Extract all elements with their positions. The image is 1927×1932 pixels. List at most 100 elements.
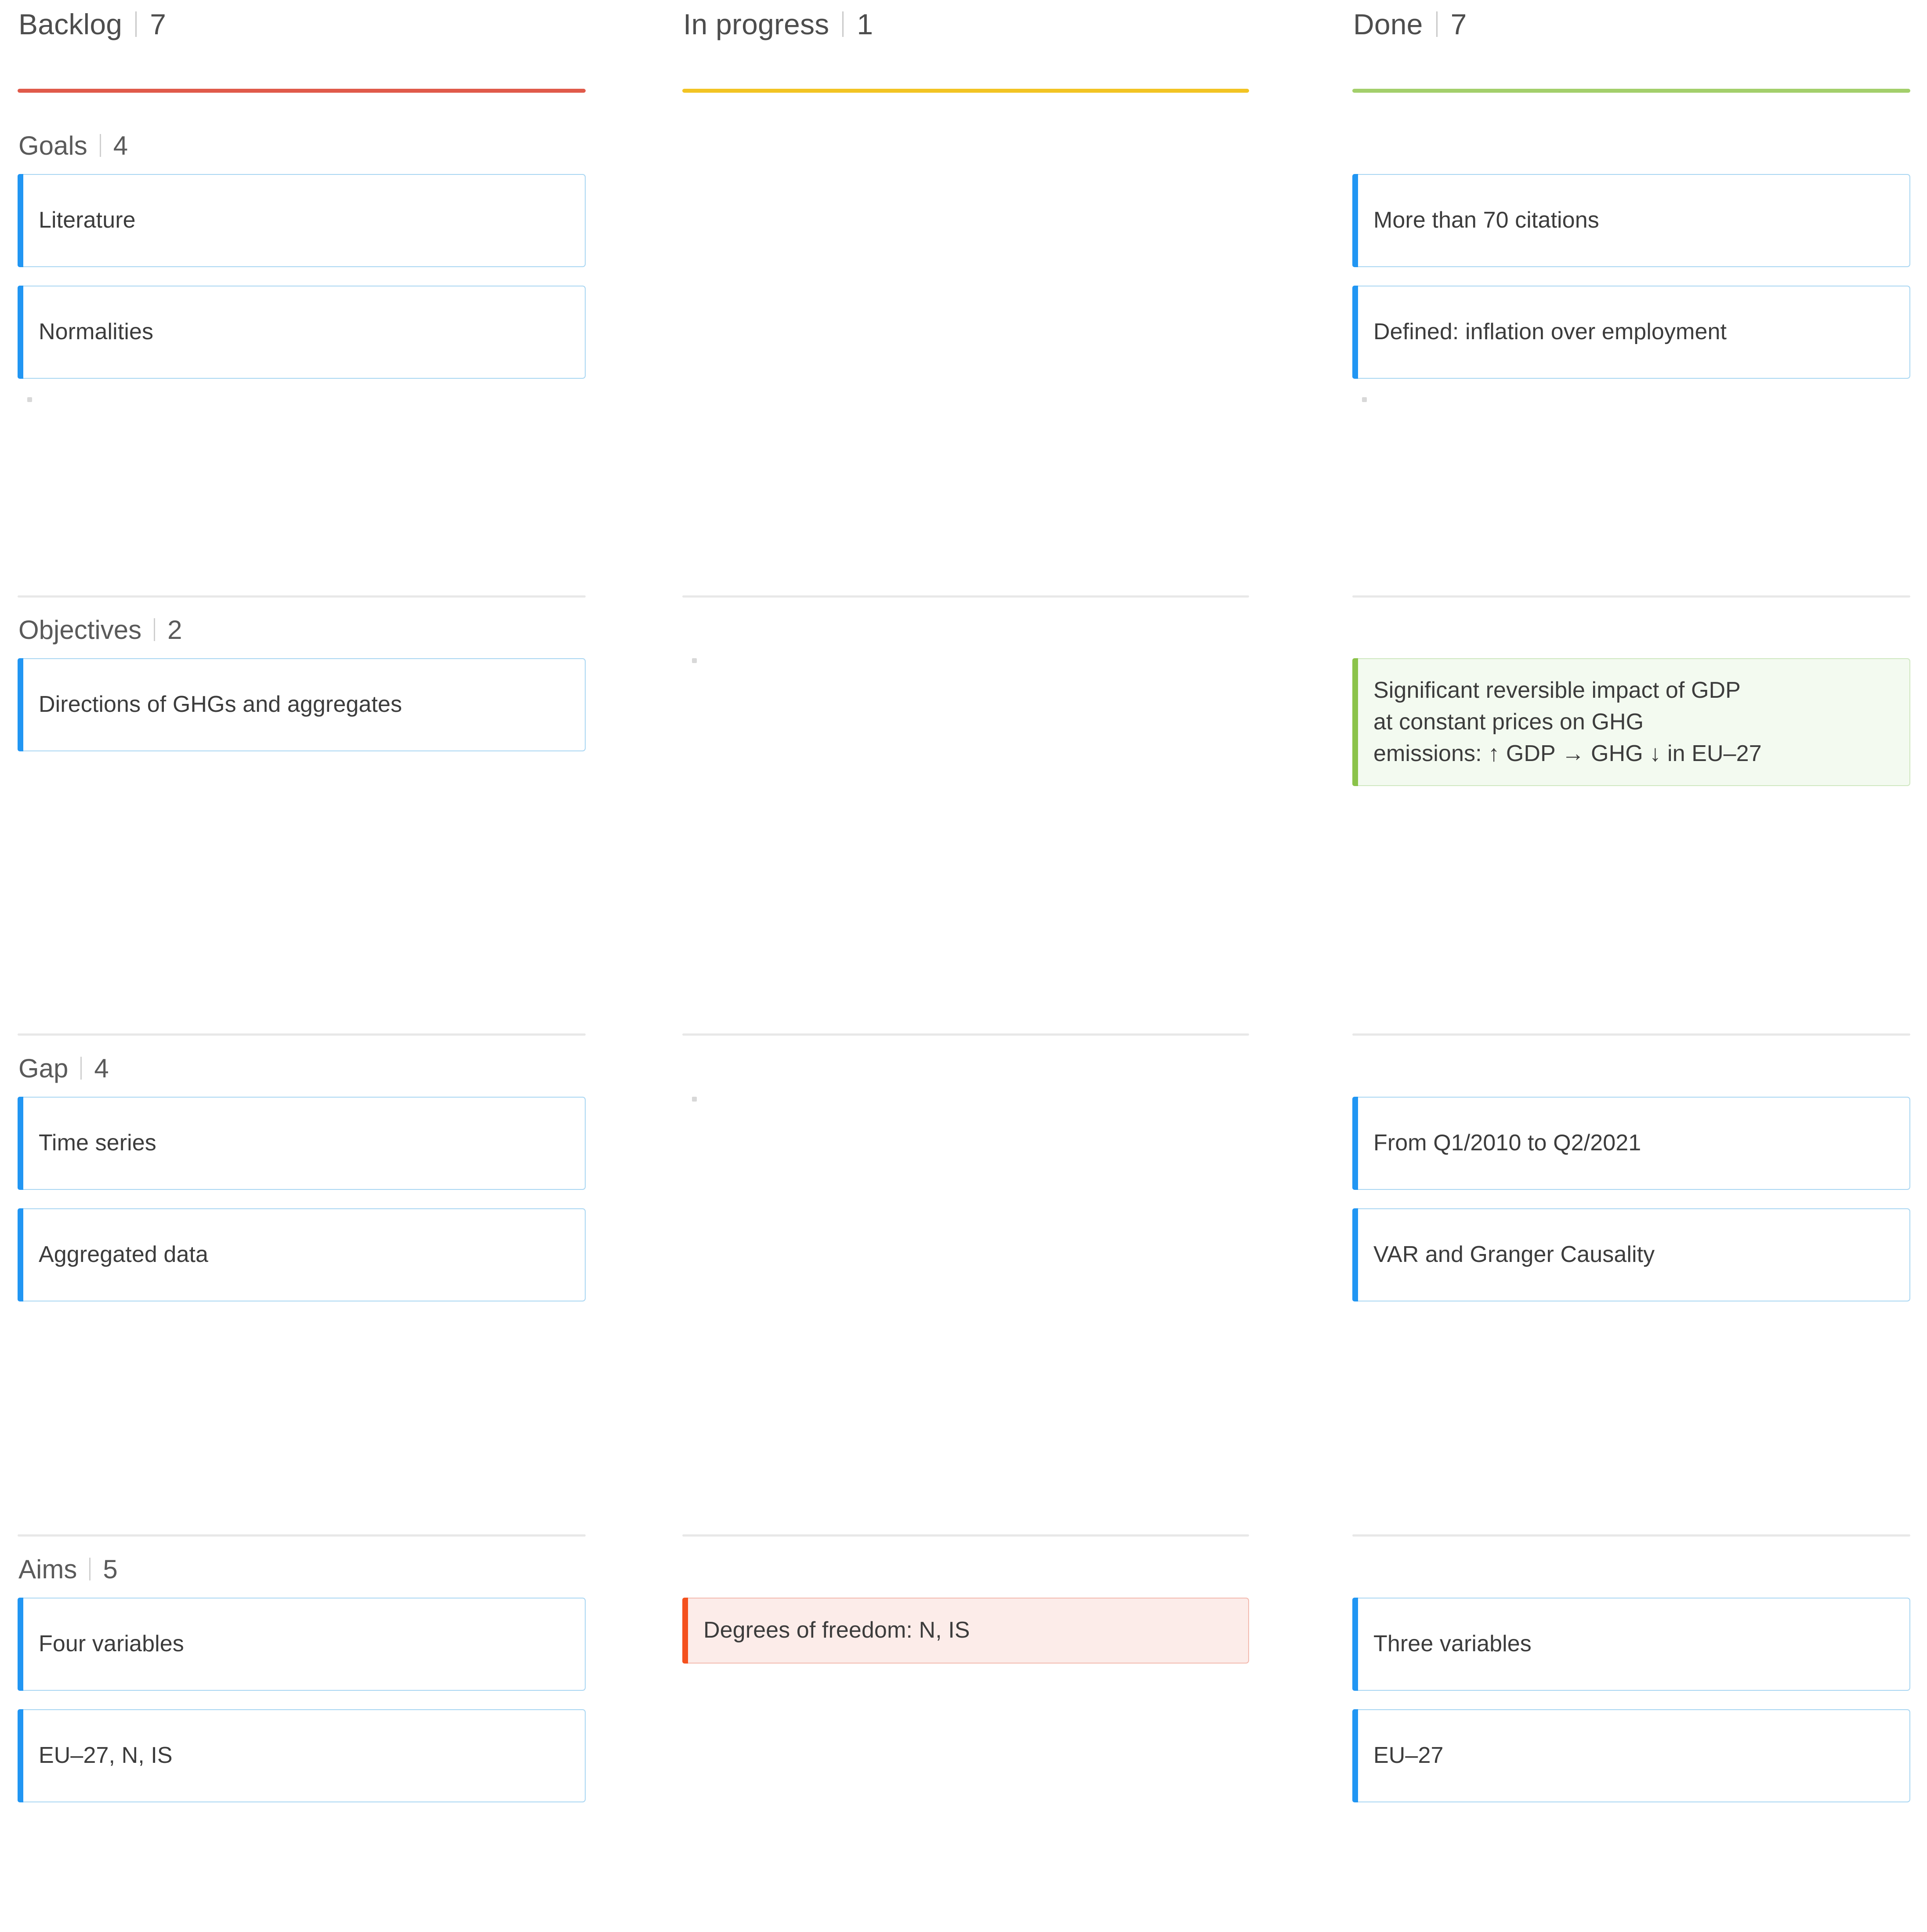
card[interactable]: Normalities xyxy=(18,286,586,379)
card[interactable]: Directions of GHGs and aggregates xyxy=(18,658,586,751)
lane-cards-aims-in-progress: Degrees of freedom: N, IS xyxy=(682,1598,1249,1664)
lane-header-spacer xyxy=(682,1055,1249,1097)
card[interactable]: Literature xyxy=(18,174,586,267)
column-title-divider xyxy=(135,11,137,37)
lane-divider-1 xyxy=(18,1033,586,1036)
column-accent-rule xyxy=(1352,89,1910,93)
lane-header-spacer xyxy=(682,1555,1249,1598)
column-count: 7 xyxy=(1450,8,1467,40)
lane-objectives-done: Significant reversible impact of GDP at … xyxy=(1352,616,1910,805)
card[interactable]: Degrees of freedom: N, IS xyxy=(682,1598,1249,1664)
lane-title-divider xyxy=(80,1057,82,1080)
lane-divider-0 xyxy=(18,595,586,598)
lane-header-spacer xyxy=(1352,1555,1910,1598)
card[interactable]: From Q1/2010 to Q2/2021 xyxy=(1352,1097,1910,1190)
column-header-text: Done 7 xyxy=(1352,9,1910,39)
lane-title: Gap xyxy=(18,1054,69,1083)
lane-divider-2 xyxy=(1352,1534,1910,1537)
lane-title: Goals xyxy=(18,131,87,160)
lane-title: Aims xyxy=(18,1555,77,1584)
lane-cards-objectives-backlog: Directions of GHGs and aggregates xyxy=(18,658,586,751)
card[interactable]: VAR and Granger Causality xyxy=(1352,1208,1910,1301)
column-title: Backlog xyxy=(18,8,123,40)
lane-header-spacer xyxy=(1352,1055,1910,1097)
lane-objectives-in-progress xyxy=(682,616,1249,663)
card-placeholder-dot xyxy=(692,658,697,663)
card-text: Four variables xyxy=(39,1631,184,1657)
column-title-divider xyxy=(842,11,844,37)
lane-divider-2 xyxy=(682,1534,1249,1537)
card-text: Three variables xyxy=(1373,1631,1532,1657)
column-title: Done xyxy=(1353,8,1423,40)
card[interactable]: Three variables xyxy=(1352,1598,1910,1691)
lane-header-gap: Gap 4 xyxy=(18,1055,586,1097)
card-text: More than 70 citations xyxy=(1373,207,1599,233)
lane-count: 4 xyxy=(113,131,128,160)
lane-header-spacer xyxy=(682,132,1249,174)
column-count: 1 xyxy=(857,8,873,40)
lane-count: 5 xyxy=(103,1555,118,1584)
card[interactable]: Significant reversible impact of GDP at … xyxy=(1352,658,1910,787)
column-header-text: Backlog 7 xyxy=(18,9,586,39)
column-header-backlog: Backlog 7 xyxy=(18,9,586,93)
lane-header-spacer xyxy=(1352,132,1910,174)
column-accent-rule xyxy=(682,89,1249,93)
card-text: Time series xyxy=(39,1130,156,1156)
lane-header-spacer xyxy=(1352,616,1910,658)
card[interactable]: Aggregated data xyxy=(18,1208,586,1301)
card[interactable]: Time series xyxy=(18,1097,586,1190)
card[interactable]: EU–27, N, IS xyxy=(18,1709,586,1802)
card[interactable]: More than 70 citations xyxy=(1352,174,1910,267)
card-text: Degrees of freedom: N, IS xyxy=(703,1617,970,1643)
card-placeholder-dot xyxy=(692,1097,697,1102)
lane-count: 4 xyxy=(94,1054,109,1083)
lane-title: Objectives xyxy=(18,615,142,645)
card[interactable]: Defined: inflation over employment xyxy=(1352,286,1910,379)
card-text: EU–27 xyxy=(1373,1743,1444,1769)
lane-divider-0 xyxy=(682,595,1249,598)
column-title-divider xyxy=(1436,11,1438,37)
lane-goals-in-progress xyxy=(682,132,1249,174)
lane-title-divider xyxy=(99,134,101,157)
card-text: Defined: inflation over employment xyxy=(1373,319,1727,345)
card-text: From Q1/2010 to Q2/2021 xyxy=(1373,1130,1641,1156)
lane-header-spacer xyxy=(682,616,1249,658)
lane-divider-1 xyxy=(1352,1033,1910,1036)
lane-title-divider xyxy=(89,1558,91,1580)
lane-divider-0 xyxy=(1352,595,1910,598)
lane-aims-in-progress: Degrees of freedom: N, IS xyxy=(682,1555,1249,1682)
card-placeholder-dot xyxy=(1362,397,1367,402)
lane-divider-1 xyxy=(682,1033,1249,1036)
lane-header-goals: Goals 4 xyxy=(18,132,586,174)
card-text: Normalities xyxy=(39,319,154,345)
column-count: 7 xyxy=(150,8,166,40)
lane-cards-objectives-in-progress xyxy=(682,658,1249,663)
card[interactable]: Four variables xyxy=(18,1598,586,1691)
card[interactable]: EU–27 xyxy=(1352,1709,1910,1802)
card-text: Aggregated data xyxy=(39,1242,209,1268)
card-text: Literature xyxy=(39,207,136,233)
lane-cards-objectives-done: Significant reversible impact of GDP at … xyxy=(1352,658,1910,787)
column-header-done: Done 7 xyxy=(1352,9,1910,93)
card-text: EU–27, N, IS xyxy=(39,1743,173,1769)
lane-divider-2 xyxy=(18,1534,586,1537)
card-text: VAR and Granger Causality xyxy=(1373,1242,1655,1268)
lane-cards-gap-in-progress xyxy=(682,1097,1249,1102)
card-placeholder-dot xyxy=(27,397,32,402)
lane-header-aims: Aims 5 xyxy=(18,1555,586,1598)
